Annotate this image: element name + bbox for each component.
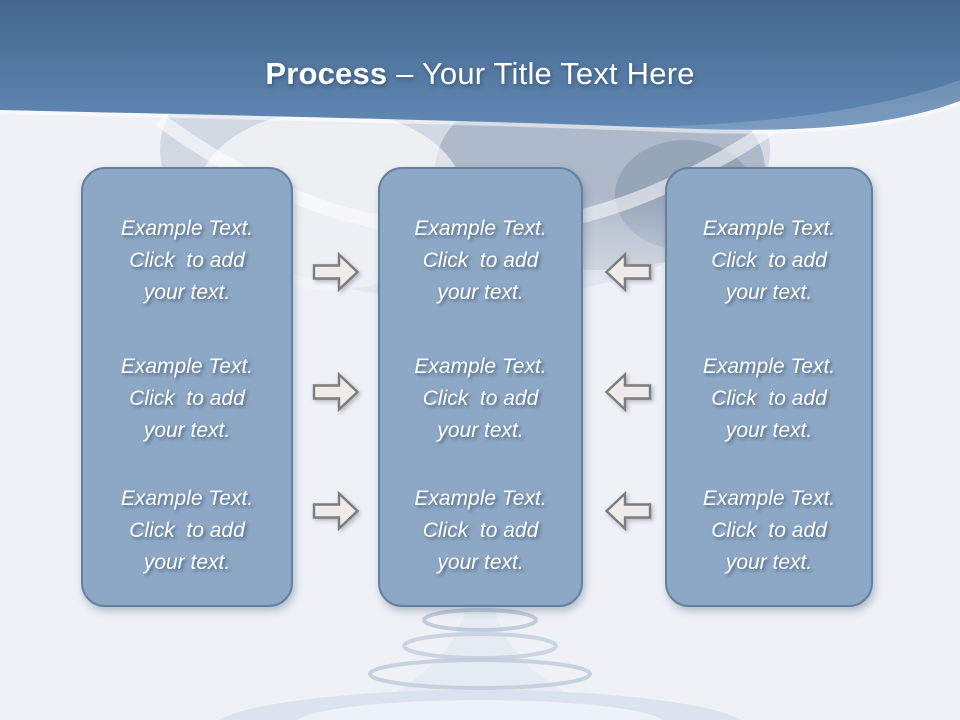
text-placeholder[interactable]: Example Text. Click to add your text. <box>414 217 547 304</box>
page-title: Process – Your Title Text Here <box>0 55 960 93</box>
process-column-center[interactable]: Example Text. Click to add your text. Ex… <box>378 167 583 607</box>
title-rest: – Your Title Text Here <box>387 56 695 91</box>
stem-ridge <box>368 658 592 690</box>
text-placeholder[interactable]: Example Text. Click to add your text. <box>702 487 836 574</box>
block-arrow-right-icon <box>312 251 360 293</box>
block-arrow-left-icon <box>604 371 652 413</box>
stem-ridge <box>422 608 538 632</box>
process-column-right[interactable]: Example Text. Click to add your text. Ex… <box>665 167 873 607</box>
text-placeholder[interactable]: Example Text. Click to add your text. <box>702 217 836 304</box>
wave-edge-highlight <box>0 101 960 134</box>
text-placeholder[interactable]: Example Text. Click to add your text. <box>414 355 547 442</box>
block-arrow-left-icon <box>604 490 652 532</box>
text-placeholder[interactable]: Example Text. Click to add your text. <box>702 355 836 442</box>
block-arrow-right-icon <box>312 371 360 413</box>
block-arrow-left-icon <box>604 251 652 293</box>
title-emphasis: Process <box>265 56 388 91</box>
text-placeholder[interactable]: Example Text. Click to add your text. <box>120 217 254 304</box>
block-arrow-right-icon <box>312 490 360 532</box>
header-wave-highlight <box>600 80 960 131</box>
text-placeholder[interactable]: Example Text. Click to add your text. <box>414 487 547 574</box>
process-column-left[interactable]: Example Text. Click to add your text. Ex… <box>81 167 293 607</box>
text-placeholder[interactable]: Example Text. Click to add your text. <box>120 487 254 574</box>
header-wave <box>0 0 960 134</box>
header-band <box>0 0 960 130</box>
glass-base-highlight <box>297 700 663 720</box>
text-placeholder[interactable]: Example Text. Click to add your text. <box>120 355 254 442</box>
